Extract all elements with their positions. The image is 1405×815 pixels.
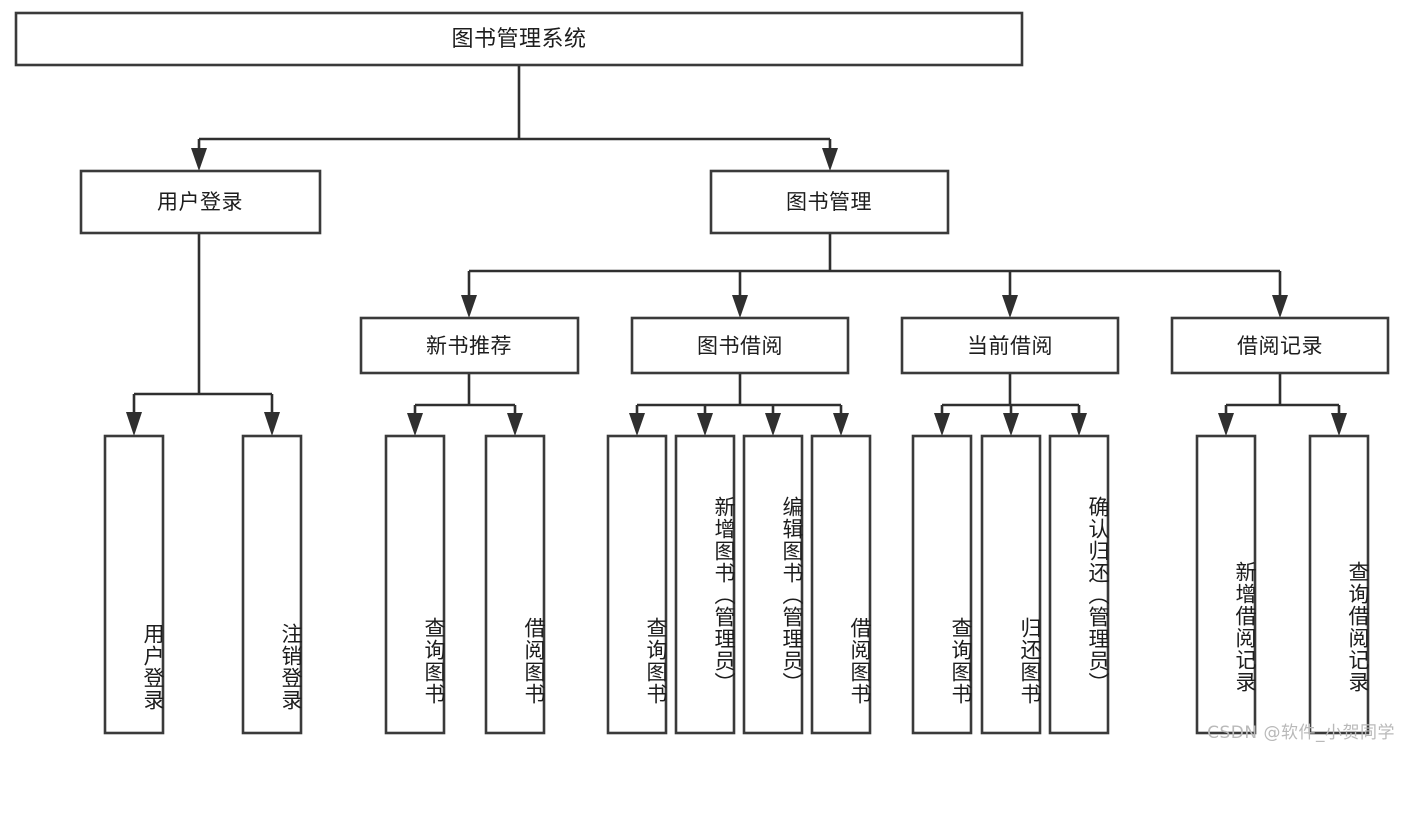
arrowhead-current-borrow — [1002, 295, 1018, 318]
node-book-borrow-label: 图书借阅 — [697, 334, 783, 358]
node-leaf-edit-book[interactable] — [742, 434, 804, 735]
node-leaf-query-record[interactable] — [1308, 434, 1370, 735]
node-book-manage[interactable] — [709, 169, 950, 235]
node-leaf-query-book-3[interactable] — [911, 434, 973, 735]
node-leaf-query-book-2[interactable] — [606, 434, 668, 735]
arrowhead-leaf-user-login — [126, 412, 142, 436]
node-new-book-rec[interactable] — [359, 316, 580, 375]
node-book-manage-label: 图书管理 — [786, 190, 872, 214]
node-leaf-borrow-book-2[interactable] — [810, 434, 872, 735]
arrowhead-leaf-borrow-book-2 — [833, 413, 849, 436]
arrowhead-book-manage — [822, 148, 838, 171]
node-new-book-rec-label: 新书推荐 — [426, 334, 512, 358]
node-leaf-borrow-book-rec[interactable] — [484, 434, 546, 735]
arrowhead-leaf-confirm-return — [1071, 413, 1087, 436]
arrowhead-leaf-query-book-rec — [407, 413, 423, 436]
functional-structure-diagram: 图书管理系统 用户登录 图书管理 新书推荐 图书借阅 当前借阅 借阅记录 — [14, 11, 1395, 743]
node-root-label: 图书管理系统 — [451, 27, 586, 52]
node-leaf-logout[interactable] — [241, 434, 303, 735]
node-leaf-confirm-return[interactable] — [1048, 434, 1110, 735]
diagram-canvas: 图书管理系统 用户登录 图书管理 新书推荐 图书借阅 当前借阅 借阅记录 — [14, 11, 1390, 735]
arrowhead-leaf-logout — [264, 412, 280, 436]
arrowhead-new-book-rec — [461, 295, 477, 318]
arrowhead-user-login — [191, 148, 207, 171]
arrowhead-leaf-edit-book — [765, 413, 781, 436]
node-borrow-record-label: 借阅记录 — [1237, 334, 1323, 358]
node-layer: 图书管理系统 用户登录 图书管理 新书推荐 图书借阅 当前借阅 借阅记录 — [14, 11, 1390, 735]
node-user-login[interactable] — [79, 169, 322, 235]
arrowhead-leaf-add-book — [697, 413, 713, 436]
arrowhead-leaf-query-book-3 — [934, 413, 950, 436]
node-root[interactable] — [14, 11, 1024, 67]
arrowhead-borrow-record — [1272, 295, 1288, 318]
node-user-login-label: 用户登录 — [157, 190, 243, 214]
node-current-borrow-label: 当前借阅 — [967, 334, 1053, 358]
node-current-borrow[interactable] — [900, 316, 1120, 375]
node-leaf-user-login[interactable] — [103, 434, 165, 735]
arrowhead-leaf-borrow-book-rec — [507, 413, 523, 436]
node-leaf-return-book[interactable] — [980, 434, 1042, 735]
arrowhead-leaf-query-book-2 — [629, 413, 645, 436]
node-leaf-add-record[interactable] — [1195, 434, 1257, 735]
arrowhead-leaf-return-book — [1003, 413, 1019, 436]
csdn-watermark: CSDN @软件_小贺同学 — [1207, 723, 1395, 743]
arrowhead-leaf-query-record — [1331, 413, 1347, 436]
node-book-borrow[interactable] — [630, 316, 850, 375]
node-leaf-query-book-rec[interactable] — [384, 434, 446, 735]
connector-layer — [126, 65, 1347, 436]
arrowhead-leaf-add-record — [1218, 413, 1234, 436]
node-borrow-record[interactable] — [1170, 316, 1390, 375]
arrowhead-book-borrow — [732, 295, 748, 318]
node-leaf-add-book[interactable] — [674, 434, 736, 735]
